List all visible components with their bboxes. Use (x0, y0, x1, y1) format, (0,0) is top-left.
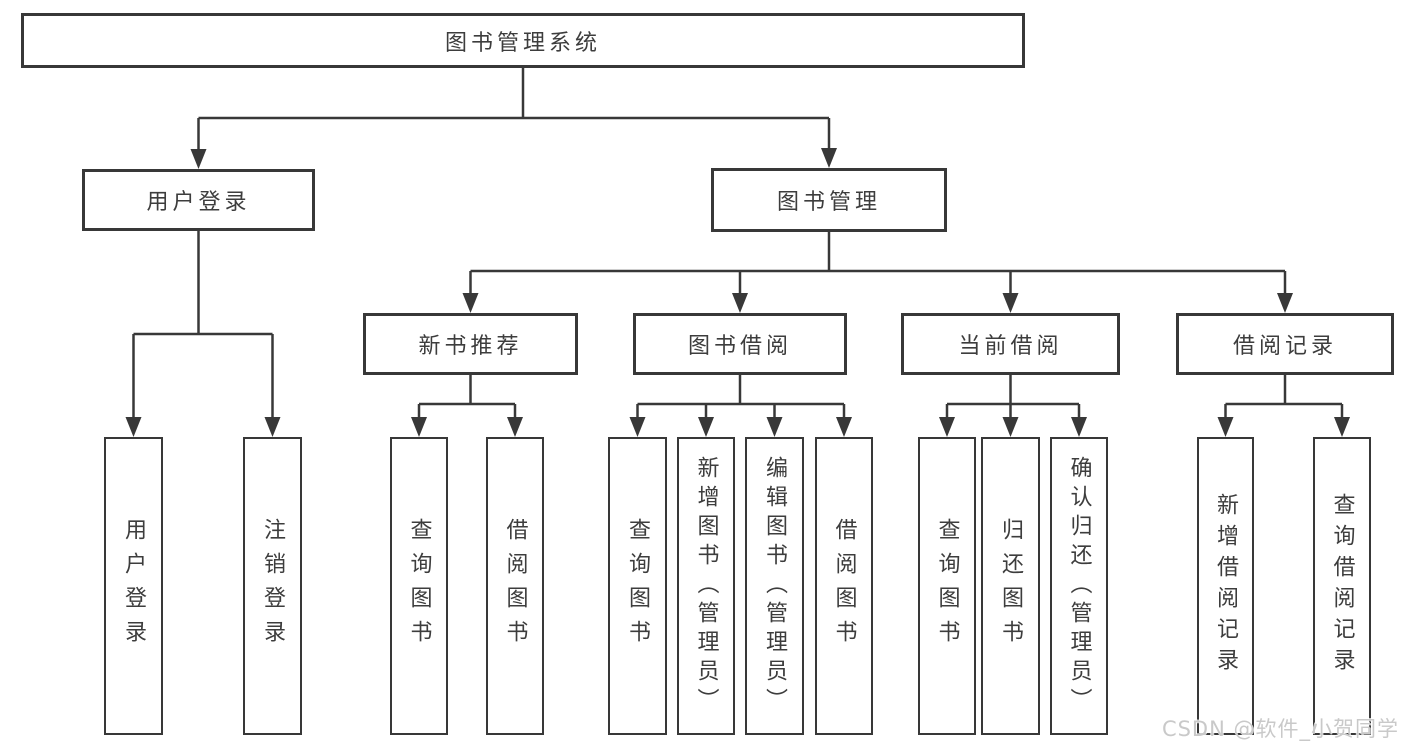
leaf-label: 借阅图书 (831, 518, 857, 654)
leaf-label: 查询图书 (625, 518, 651, 654)
node-label: 图书管理系统 (444, 30, 601, 56)
arrowhead-icon (1334, 417, 1350, 437)
leaf-query-books-current: 查询图书 (918, 437, 976, 735)
arrowhead-icon (1277, 293, 1293, 313)
arrowhead-icon (507, 417, 523, 437)
arrowhead-icon (462, 293, 479, 313)
node-library-management-system: 图书管理系统 (21, 13, 1025, 68)
node-new-book-recommend: 新书推荐 (363, 313, 578, 375)
arrowhead-icon (1217, 417, 1234, 437)
leaf-label: 借阅图书 (502, 518, 528, 654)
leaf-label: 注销登录 (260, 518, 286, 654)
leaf-add-borrow-record: 新增借阅记录 (1197, 437, 1254, 735)
leaf-query-books-borrowing: 查询图书 (608, 437, 667, 735)
arrowhead-icon (411, 417, 427, 437)
leaf-query-borrow-record: 查询借阅记录 (1313, 437, 1371, 735)
arrowhead-icon (629, 417, 646, 437)
leaf-label: 归还图书 (998, 518, 1024, 654)
node-label: 图书借阅 (687, 334, 792, 359)
leaf-user-login: 用户登录 (104, 437, 163, 735)
node-label: 借阅记录 (1232, 334, 1337, 359)
node-user-login: 用户登录 (82, 169, 315, 231)
arrowhead-icon (190, 149, 207, 169)
arrowhead-icon (766, 417, 783, 437)
csdn-watermark: CSDN @软件_小贺同学 (1161, 717, 1399, 741)
arrowhead-icon (1071, 417, 1087, 437)
arrowhead-icon (836, 417, 852, 437)
leaf-label: 新增借阅记录 (1213, 493, 1239, 679)
arrowhead-icon (125, 417, 142, 437)
arrowhead-icon (1002, 417, 1019, 437)
leaf-confirm-return-admin: 确认归还（管理员） (1050, 437, 1108, 735)
node-book-borrowing: 图书借阅 (633, 313, 847, 375)
arrowhead-icon (698, 417, 714, 437)
leaf-label: 新增图书（管理员） (693, 455, 719, 717)
node-borrowing-records: 借阅记录 (1176, 313, 1394, 375)
leaf-label: 查询借阅记录 (1329, 493, 1355, 679)
node-book-management: 图书管理 (711, 168, 947, 232)
node-current-borrowing: 当前借阅 (901, 313, 1120, 375)
arrowhead-icon (1002, 293, 1019, 313)
node-label: 图书管理 (776, 190, 881, 215)
connector-root (190, 68, 837, 169)
connector-new-book-recommend (411, 375, 523, 437)
leaf-logout: 注销登录 (243, 437, 302, 735)
leaf-return-books: 归还图书 (981, 437, 1040, 735)
leaf-label: 用户登录 (121, 518, 147, 654)
node-label: 用户登录 (146, 190, 251, 215)
connector-borrowing-records (1217, 375, 1350, 437)
arrowhead-icon (732, 293, 748, 313)
leaf-add-books-admin: 新增图书（管理员） (677, 437, 735, 735)
leaf-borrow-books-borrowing: 借阅图书 (815, 437, 873, 735)
arrowhead-icon (264, 417, 281, 437)
node-label: 新书推荐 (418, 334, 523, 359)
connector-user-login (125, 231, 281, 437)
leaf-query-books-recommend: 查询图书 (390, 437, 448, 735)
connector-current-borrowing (939, 375, 1087, 437)
connector-book-management (462, 232, 1293, 313)
arrowhead-icon (821, 148, 837, 168)
leaf-label: 查询图书 (406, 518, 432, 654)
leaf-label: 编辑图书（管理员） (762, 455, 788, 717)
leaf-borrow-books-recommend: 借阅图书 (486, 437, 544, 735)
node-label: 当前借阅 (958, 334, 1063, 359)
leaf-label: 查询图书 (934, 518, 960, 654)
leaf-label: 确认归还（管理员） (1066, 455, 1092, 717)
leaf-edit-books-admin: 编辑图书（管理员） (745, 437, 804, 735)
arrowhead-icon (939, 417, 955, 437)
connector-book-borrowing (629, 375, 852, 437)
